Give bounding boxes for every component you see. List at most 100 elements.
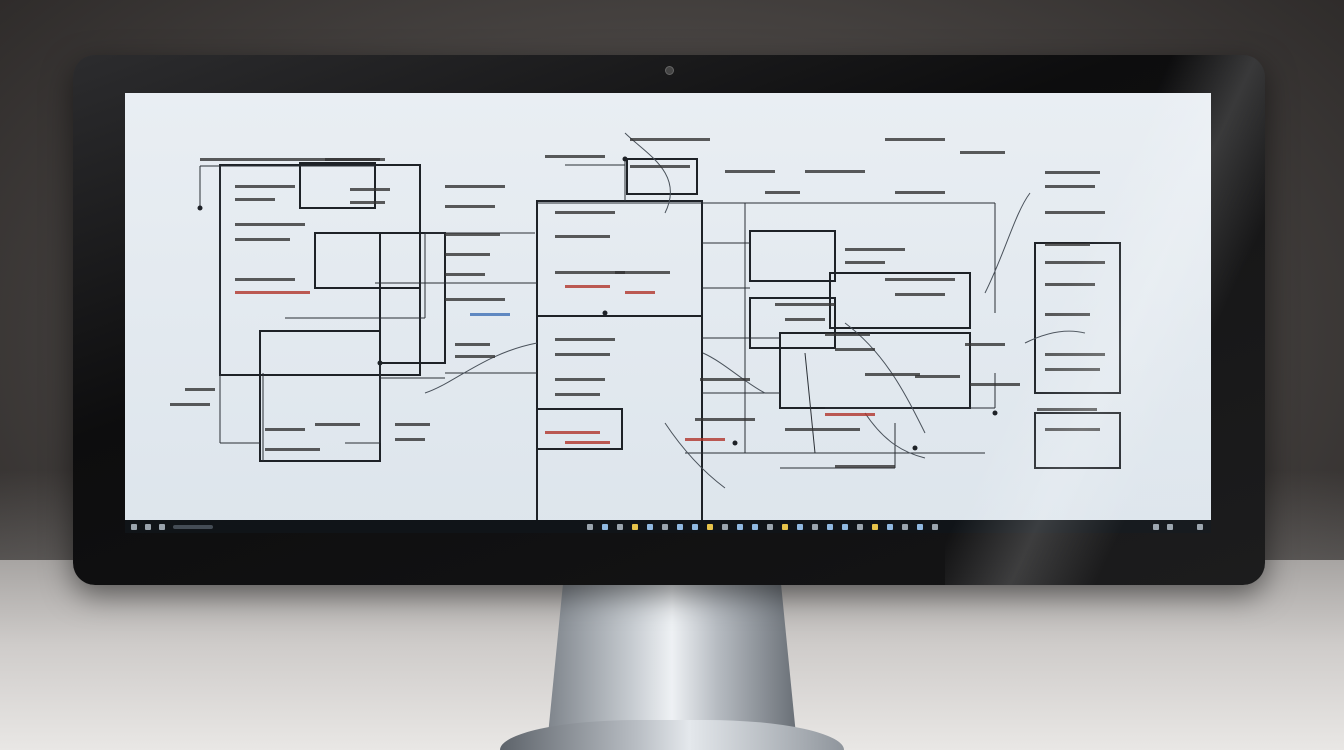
connector-line [804,352,816,454]
diagram-label-scribble [235,198,275,201]
diagram-label-scribble [630,138,710,141]
diagram-box [779,332,971,409]
diagram-label-scribble [470,313,510,316]
taskbar-app-icon[interactable] [856,523,863,530]
diagram-box [749,230,836,282]
diagram-label-scribble [555,353,610,356]
taskbar-app-icon[interactable] [766,523,773,530]
diagram-label-scribble [445,253,490,256]
diagram-label-scribble [915,375,960,378]
diagram-box [1034,412,1121,469]
taskbar-app-icon[interactable] [736,523,743,530]
taskbar-app-icon[interactable] [901,523,908,530]
diagram-label-scribble [765,191,800,194]
connector-curve [984,192,1031,294]
connector-curve [864,412,926,459]
monitor-stand-base [500,720,844,750]
diagram-label-scribble [700,378,750,381]
taskbar-app-icon[interactable] [601,523,608,530]
connector-node [732,440,738,446]
diagram-label-scribble [1045,243,1090,246]
search-icon[interactable] [145,523,151,530]
diagram-label-scribble [565,285,610,288]
diagram-label-scribble [235,185,295,188]
diagram-label-scribble [785,428,860,431]
diagram-label-scribble [895,191,945,194]
diagram-label-scribble [1045,313,1090,316]
connector-node [602,310,608,316]
taskbar-app-icon[interactable] [616,523,623,530]
diagram-label-scribble [555,393,600,396]
connector-node [197,205,203,211]
taskbar-app-icon[interactable] [871,523,878,530]
diagram-label-scribble [775,303,835,306]
diagram-label-scribble [885,138,945,141]
diagram-label-scribble [835,465,895,468]
task-view-icon[interactable] [159,523,165,530]
diagram-label-scribble [805,170,865,173]
diagram-label-scribble [235,278,295,281]
taskbar-app-icon[interactable] [706,523,713,530]
diagram-box [536,200,703,520]
diagram-label-scribble [630,165,690,168]
start-button-icon[interactable] [131,523,137,530]
diagram-label-scribble [395,423,430,426]
diagram-label-scribble [965,343,1005,346]
connector-node [992,410,998,416]
diagram-label-scribble [845,248,905,251]
diagram-label-scribble [1045,368,1100,371]
diagram-label-scribble [960,151,1005,154]
taskbar-app-icon[interactable] [796,523,803,530]
diagram-box [536,200,703,317]
taskbar-app-icon[interactable] [886,523,893,530]
volume-icon[interactable] [1167,523,1173,530]
diagram-box [749,297,836,349]
diagram-label-scribble [445,298,505,301]
diagram-label-scribble [170,403,210,406]
diagram-label-scribble [315,423,360,426]
notifications-icon[interactable] [1197,523,1203,530]
diagram-label-scribble [545,431,600,434]
taskbar-app-icon[interactable] [691,523,698,530]
diagram-label-scribble [350,188,390,191]
taskbar-app-icon[interactable] [586,523,593,530]
diagram-label-scribble [555,211,615,214]
diagram-box [219,164,421,376]
taskbar-app-icon[interactable] [781,523,788,530]
diagram-label-scribble [235,223,305,226]
diagram-box [314,232,421,289]
network-icon[interactable] [1153,523,1159,530]
diagram-label-scribble [555,271,625,274]
taskbar-app-icon[interactable] [751,523,758,530]
taskbar-app-icon[interactable] [931,523,938,530]
diagram-label-scribble [1045,185,1095,188]
diagram-label-scribble [445,185,505,188]
taskbar-app-icon[interactable] [841,523,848,530]
diagram-label-scribble [325,158,385,161]
taskbar-app-icon[interactable] [631,523,638,530]
diagram-label-scribble [1045,261,1105,264]
diagram-label-scribble [445,273,485,276]
taskbar-apps [371,523,1153,530]
connector-curve [702,352,766,394]
taskbar-app-icon[interactable] [916,523,923,530]
diagram-label-scribble [970,383,1020,386]
diagram-label-scribble [685,438,725,441]
diagram-label-scribble [825,413,875,416]
diagram-label-scribble [825,333,870,336]
taskbar-app-icon[interactable] [661,523,668,530]
diagram-label-scribble [455,343,490,346]
diagram-label-scribble [725,170,775,173]
taskbar-app-icon[interactable] [676,523,683,530]
taskbar-app-icon[interactable] [811,523,818,530]
taskbar-app-icon[interactable] [646,523,653,530]
screen [125,93,1211,533]
diagram-label-scribble [265,428,305,431]
diagram-label-scribble [845,261,885,264]
diagram-label-scribble [265,448,320,451]
taskbar-search-box[interactable] [173,524,213,529]
taskbar-app-icon[interactable] [721,523,728,530]
taskbar-app-icon[interactable] [826,523,833,530]
monitor [73,55,1265,585]
diagram-label-scribble [555,378,605,381]
